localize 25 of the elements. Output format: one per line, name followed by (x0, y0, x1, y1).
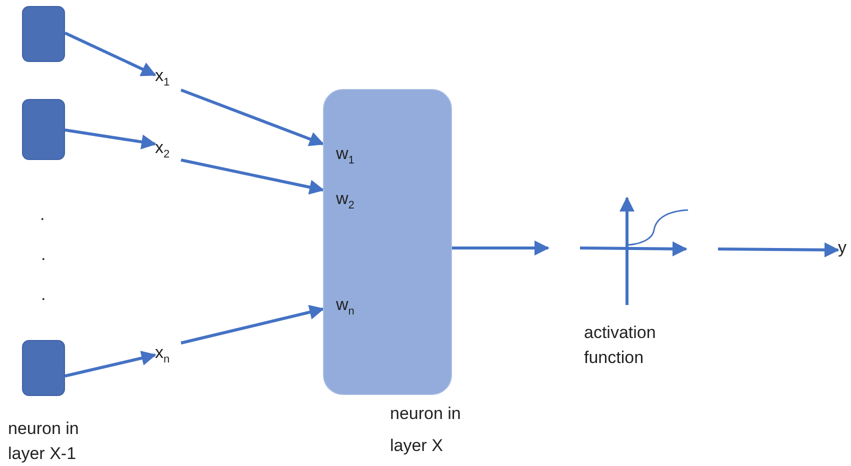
ellipsis-dot: . (41, 284, 46, 306)
arrow (64, 32, 156, 76)
ellipsis-dot: . (40, 204, 45, 226)
weight-label: w$_{2}$ (336, 189, 354, 214)
arrow (180, 88, 324, 146)
arrow (64, 128, 156, 150)
node-caption: activation function (584, 322, 657, 369)
weight-label: w$_{1}$ (336, 144, 354, 168)
input-label: x$_{2}$ (155, 138, 170, 162)
arrow (180, 158, 324, 195)
node-caption: neuron in layer X (390, 403, 462, 457)
ellipsis-dot: . (41, 244, 46, 266)
input-label: x$_{1}$ (155, 66, 170, 90)
arrow (64, 350, 156, 378)
arrow (452, 240, 550, 256)
caption: neuron in layer X-1 (8, 418, 80, 465)
arrow (180, 304, 324, 344)
arrow (718, 242, 840, 258)
neuron-box (323, 89, 452, 395)
weight-label: w$_{n}$ (336, 295, 354, 320)
neuron-box (22, 340, 65, 396)
input-label: x$_{n}$ (155, 343, 170, 368)
output-label: y (838, 238, 846, 258)
neuron-box (22, 99, 65, 160)
neuron-box (22, 6, 65, 62)
